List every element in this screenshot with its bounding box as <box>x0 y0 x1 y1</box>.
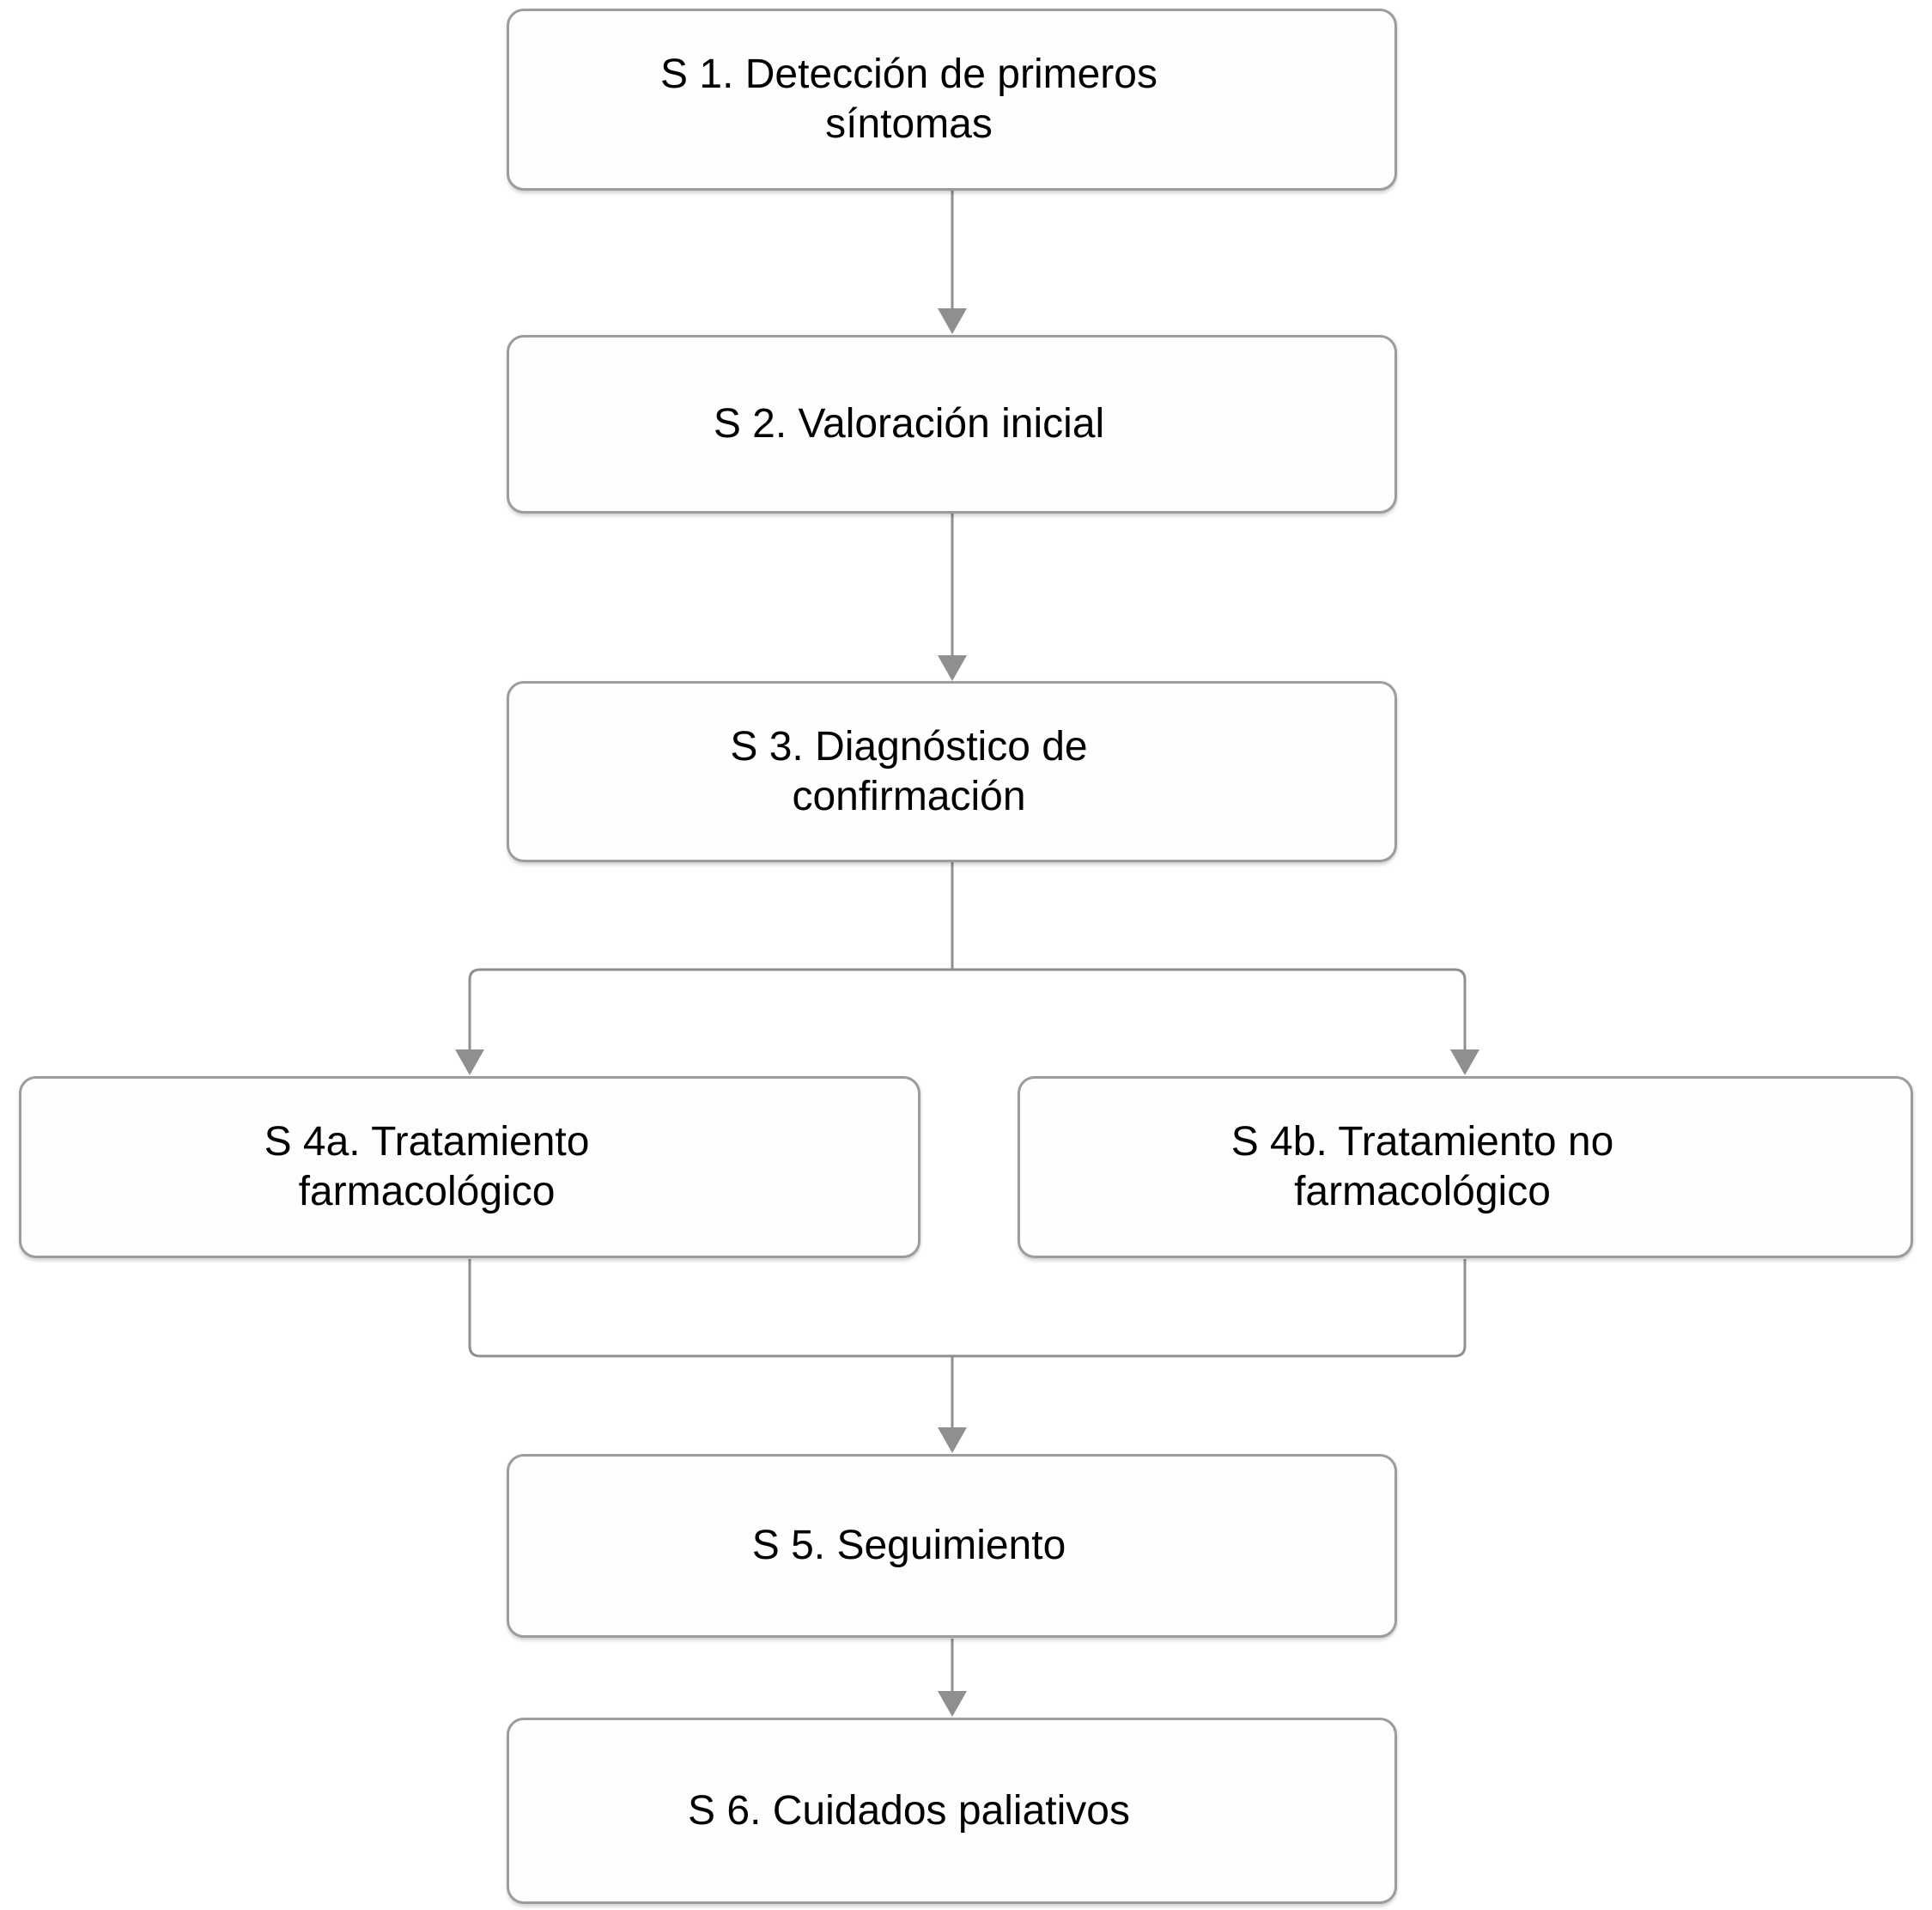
node-s1-label: S 1. Detección de primeros síntomas <box>660 52 1157 147</box>
connector-merge-s4-s5 <box>468 1259 1467 1453</box>
arrowhead-icon <box>938 655 967 681</box>
node-s5-label: S 5. Seguimiento <box>751 1523 1066 1568</box>
merge-arms-line <box>468 1259 1467 1358</box>
node-s6-cuidados-paliativos: S 6. Cuidados paliativos <box>507 1718 1397 1904</box>
arrowhead-icon <box>455 1049 484 1075</box>
node-s5-seguimiento: S 5. Seguimiento <box>507 1454 1397 1638</box>
node-s3-diagnostico-confirmacion: S 3. Diagnóstico de confirmación <box>507 681 1397 862</box>
node-s4a-label: S 4a. Tratamiento farmacológico <box>264 1119 590 1214</box>
connector-s5-s6 <box>938 1639 967 1717</box>
node-s1-deteccion-primeros-sintomas: S 1. Detección de primeros síntomas <box>507 9 1397 191</box>
arrowhead-icon <box>1450 1049 1479 1075</box>
node-s4a-tratamiento-farmacologico: S 4a. Tratamiento farmacológico <box>19 1076 920 1258</box>
arrowhead-icon <box>938 308 967 334</box>
connector-s1-s2 <box>938 191 967 334</box>
arrowhead-icon <box>938 1691 967 1717</box>
node-s4b-tratamiento-no-farmacologico: S 4b. Tratamiento no farmacológico <box>1018 1076 1913 1258</box>
node-s4b-label: S 4b. Tratamiento no farmacológico <box>1230 1119 1614 1214</box>
node-s3-label: S 3. Diagnóstico de confirmación <box>730 723 1088 819</box>
branch-arms-line <box>468 968 1467 1051</box>
node-s2-label: S 2. Valoración inicial <box>713 401 1105 447</box>
connector-s3-branch <box>455 862 1479 1075</box>
connector-s2-s3 <box>938 514 967 681</box>
node-s2-valoracion-inicial: S 2. Valoración inicial <box>507 335 1397 514</box>
node-s6-label: S 6. Cuidados paliativos <box>688 1787 1130 1834</box>
arrowhead-icon <box>938 1427 967 1453</box>
